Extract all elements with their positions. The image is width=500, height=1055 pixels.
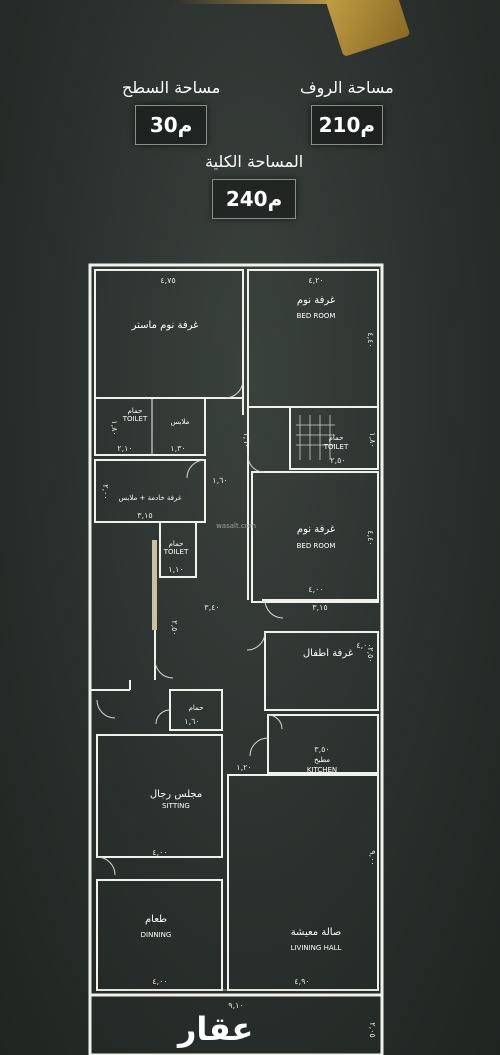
master-bedroom-label: غرفة نوم ماستر	[131, 320, 199, 331]
door-arc-11	[267, 714, 283, 730]
total-area-value: 240م	[212, 179, 297, 219]
dim-label: ١,٣٠	[170, 444, 185, 453]
toilet3-outline	[159, 521, 197, 578]
sitting-outline	[96, 734, 223, 858]
toilet3-label-ar: حمام	[169, 540, 184, 548]
door-arc-4	[264, 599, 284, 619]
dim-label: ٢,٥٠	[366, 647, 375, 662]
maid-room-outline	[94, 459, 206, 523]
living-hall-label-ar: صالة معيشة	[291, 927, 342, 938]
door-arc-7	[249, 737, 269, 757]
sitting-label-en: SITTING	[162, 802, 190, 810]
bedroom2-label-ar: غرفة نوم	[297, 524, 335, 535]
surface-area-label: مساحة السطح	[122, 78, 221, 97]
top-banner-edge	[170, 0, 330, 4]
dim-label: ٢,٥٠	[330, 456, 345, 465]
toilet1-label-ar: حمام	[128, 407, 143, 415]
door-arc-9	[96, 856, 116, 876]
dim-label: ٣,٤٠	[204, 603, 219, 612]
roof-area-stat: مساحة الروف 210م	[300, 78, 394, 145]
kids-room-label: غرفة اطفال	[303, 648, 353, 659]
dim-label: ٣,١٥	[137, 511, 152, 520]
kitchen-label-en: KITCHEN	[307, 766, 337, 774]
dim-label: ٤,٩٠	[294, 977, 309, 986]
dim-label: ٩,١٠	[228, 1001, 243, 1010]
living-hall-outline	[227, 774, 379, 991]
bedroom2-outline	[251, 471, 379, 603]
bedroom1-outline	[247, 269, 379, 408]
door-arc-2	[247, 454, 265, 473]
dim-label: ٤,٧٥	[160, 276, 175, 285]
dim-label: ٢,١٠	[117, 444, 132, 453]
toilet2-label-ar: حمام	[329, 434, 344, 442]
door-arc-8	[96, 699, 116, 719]
toilet-closet-outline	[94, 397, 206, 456]
kitchen-label-ar: مطبخ	[314, 756, 330, 764]
surface-area-value: 30م	[135, 105, 208, 145]
floor-plan: غرفة نوم ماستر غرفة نوم BED ROOM حمام TO…	[88, 263, 384, 1055]
bedroom2-label-en: BED ROOM	[297, 542, 336, 550]
total-area-stat: المساحة الكلية 240م	[205, 152, 303, 219]
bedroom1-label-ar: غرفة نوم	[297, 295, 335, 306]
outer-wall	[88, 263, 384, 1055]
bedroom1-label-en: BED ROOM	[297, 312, 336, 320]
roof-area-label: مساحة الروف	[300, 78, 394, 97]
living-hall-label-en: LIVINING HALL	[291, 944, 342, 952]
toilet3-label-en: TOILET	[163, 548, 189, 556]
dim-label: ١,٦٠	[212, 476, 227, 485]
roof-area-value: 210م	[310, 105, 383, 145]
dim-label: ٤,٤٠	[366, 530, 375, 545]
kitchen-outline	[267, 714, 379, 774]
dim-label: ٩,٠٠	[368, 850, 377, 865]
dim-label: ٣,٥٠	[314, 745, 329, 754]
dim-label: ٢,٥٠	[170, 620, 179, 635]
dim-label: ١,٦٠	[184, 717, 199, 726]
toilet2-label-en: TOILET	[323, 443, 349, 451]
logo: عقار	[178, 1010, 254, 1048]
dim-label: ٤,٠٠	[152, 848, 167, 857]
dim-label: ١,٦٠	[242, 432, 251, 447]
dim-label: ٣,١٥	[312, 603, 327, 612]
bath-label: حمام	[189, 704, 204, 712]
master-bedroom-outline	[94, 269, 244, 399]
door-arc-1	[224, 379, 244, 399]
dim-label: ١,٨٠	[368, 432, 377, 447]
door-arc-3	[186, 459, 206, 479]
total-area-label: المساحة الكلية	[205, 152, 304, 171]
corridor-partition	[152, 540, 157, 630]
gold-badge	[319, 0, 411, 57]
maid-room-label: غرفة خادمة + ملابس	[118, 494, 181, 502]
dim-label: ١,٢٠	[236, 763, 251, 772]
dim-label: ٤,٠٠	[308, 585, 323, 594]
door-arc-10	[155, 709, 171, 725]
dim-label: ٤,٠٠	[356, 641, 371, 650]
toilet2-outline	[289, 406, 379, 470]
dim-label: ٤,٤٠	[366, 332, 375, 347]
dim-label: ٢,٠٠	[101, 484, 110, 499]
closet-label: ملابس	[171, 418, 190, 426]
surface-area-stat: مساحة السطح 30م	[122, 78, 220, 145]
dim-label: ٤,٢٠	[308, 276, 323, 285]
dining-label-ar: طعام	[145, 914, 167, 925]
dim-label: ٢,٠٥	[368, 1022, 377, 1037]
watermark: wasalt.com	[216, 522, 256, 530]
door-arc-6	[154, 659, 174, 679]
tile-grid	[296, 415, 335, 460]
kids-room-outline	[264, 631, 379, 711]
sitting-label-ar: مجلس رجال	[150, 789, 202, 800]
dim-label: ١,١٠	[168, 565, 183, 574]
toilet1-label-en: TOILET	[122, 415, 148, 423]
dining-label-en: DINNING	[141, 931, 172, 939]
door-arc-5	[246, 631, 266, 651]
dim-label: ٤,٠٠	[152, 977, 167, 986]
dim-label: ١,٨٠	[110, 420, 119, 435]
